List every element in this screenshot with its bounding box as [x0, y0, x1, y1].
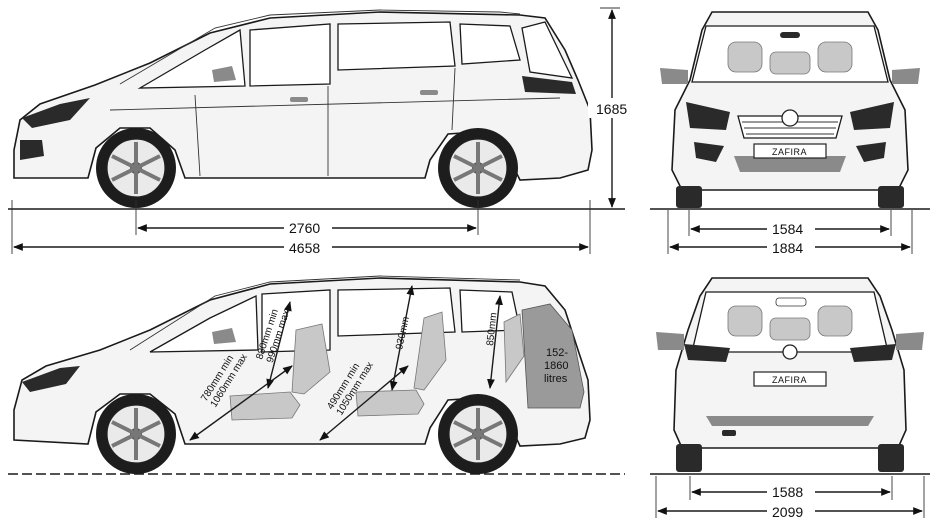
rear-view-car: ZAFIRA [650, 277, 930, 475]
third-row-height-label: 850mm [485, 312, 499, 346]
side-view-dimensions: 1685 2760 4658 [11, 7, 634, 256]
width-mirrors-folded-label: 1884 [772, 240, 803, 256]
cargo-volume-line-3: litres [544, 373, 568, 385]
interior-view-car [8, 275, 625, 475]
front-badge: ZAFIRA [772, 147, 807, 157]
side-view-car [8, 9, 625, 210]
cargo-volume-line-1: 152- [546, 347, 568, 359]
rear-badge: ZAFIRA [772, 375, 807, 385]
overall-length-label: 4658 [289, 240, 320, 256]
front-view-dimensions: 1584 1884 [667, 210, 913, 256]
overall-height-label: 1685 [596, 101, 627, 117]
front-view-car: ZAFIRA [650, 11, 930, 210]
width-mirrors-out-label: 2099 [772, 504, 803, 520]
rear-view-dimensions: 1588 2099 [655, 476, 925, 520]
cargo-volume-label: 152- 1860 litres [544, 347, 572, 385]
wheelbase-label: 2760 [289, 220, 320, 236]
front-track-label: 1584 [772, 221, 803, 237]
rear-track-label: 1588 [772, 484, 803, 500]
cargo-volume-line-2: 1860 [544, 360, 568, 372]
